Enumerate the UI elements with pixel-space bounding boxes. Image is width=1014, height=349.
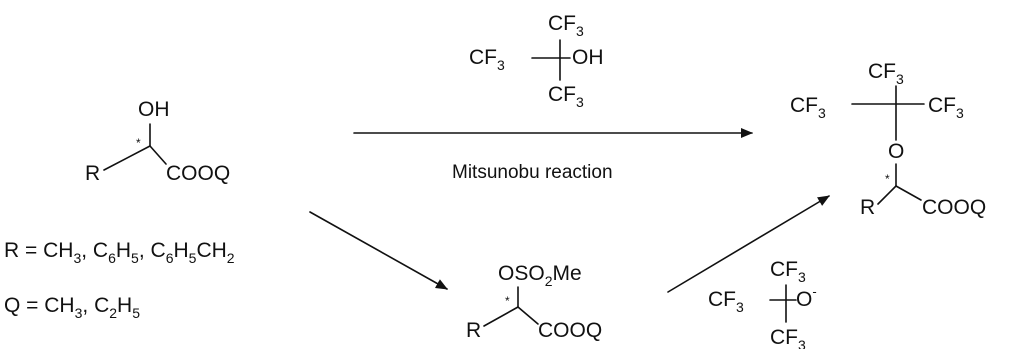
sm-r-group: R (85, 162, 100, 185)
mesylate-intermediate: OSO2Me R COOQ * (466, 262, 602, 342)
product-bond-r-c (877, 185, 897, 205)
mesylate-cooq: COOQ (538, 319, 602, 342)
top-reagent-cf3-bottom: CF3 (548, 83, 584, 110)
product-bond-c-cooq (895, 185, 922, 201)
sm-bond-c-cooq (149, 145, 167, 165)
r-definition: R = CH3, C6H5, C6H5CH2 (4, 239, 235, 266)
mesylate-r-group: R (466, 319, 481, 342)
top-reagent-cf3-left: CF3 (469, 46, 505, 73)
mesylation-arrow (309, 211, 448, 290)
top-reagent-perfluoro-tert-butanol: CF3 CF3 OH CF3 (469, 12, 604, 110)
product-stereocenter-star: * (885, 172, 890, 186)
mesylate-oso2me: OSO2Me (498, 262, 582, 289)
bottom-reagent-perfluoro-tert-butoxide: CF3 CF3 O- CF3 (708, 258, 817, 349)
mesylate-bond-r-c (483, 306, 519, 327)
product-perfluoro-tert-butyl-ether: CF3 CF3 CF3 O R COOQ * (790, 60, 986, 219)
mesylate-bond-c-cooq (517, 306, 539, 325)
sm-oh: OH (138, 98, 170, 121)
bottom-reagent-cf3-top: CF3 (770, 258, 806, 285)
product-cf3-right: CF3 (928, 94, 964, 121)
bottom-reagent-cf3-bottom: CF3 (770, 326, 806, 349)
q-definition: Q = CH3, C2H5 (4, 294, 140, 321)
bottom-reagent-cf3-left: CF3 (708, 288, 744, 315)
substitution-arrow (667, 195, 830, 293)
product-cf3-top: CF3 (868, 60, 904, 87)
mitsunobu-condition-label: Mitsunobu reaction (452, 162, 613, 183)
sm-bond-r-c (103, 145, 151, 171)
top-reagent-oh: OH (572, 46, 604, 69)
product-cf3-left: CF3 (790, 94, 826, 121)
sm-cooq: COOQ (166, 162, 230, 185)
mesylate-stereocenter-star: * (505, 294, 510, 308)
product-cooq: COOQ (922, 196, 986, 219)
starting-material-hydroxy-ester: OH R COOQ * (85, 98, 230, 185)
product-r-group: R (860, 196, 875, 219)
top-reagent-cf3-top: CF3 (548, 12, 584, 39)
sm-stereocenter-star: * (136, 136, 141, 150)
product-ether-oxygen: O (888, 140, 904, 163)
bottom-reagent-oxide: O- (796, 284, 817, 311)
